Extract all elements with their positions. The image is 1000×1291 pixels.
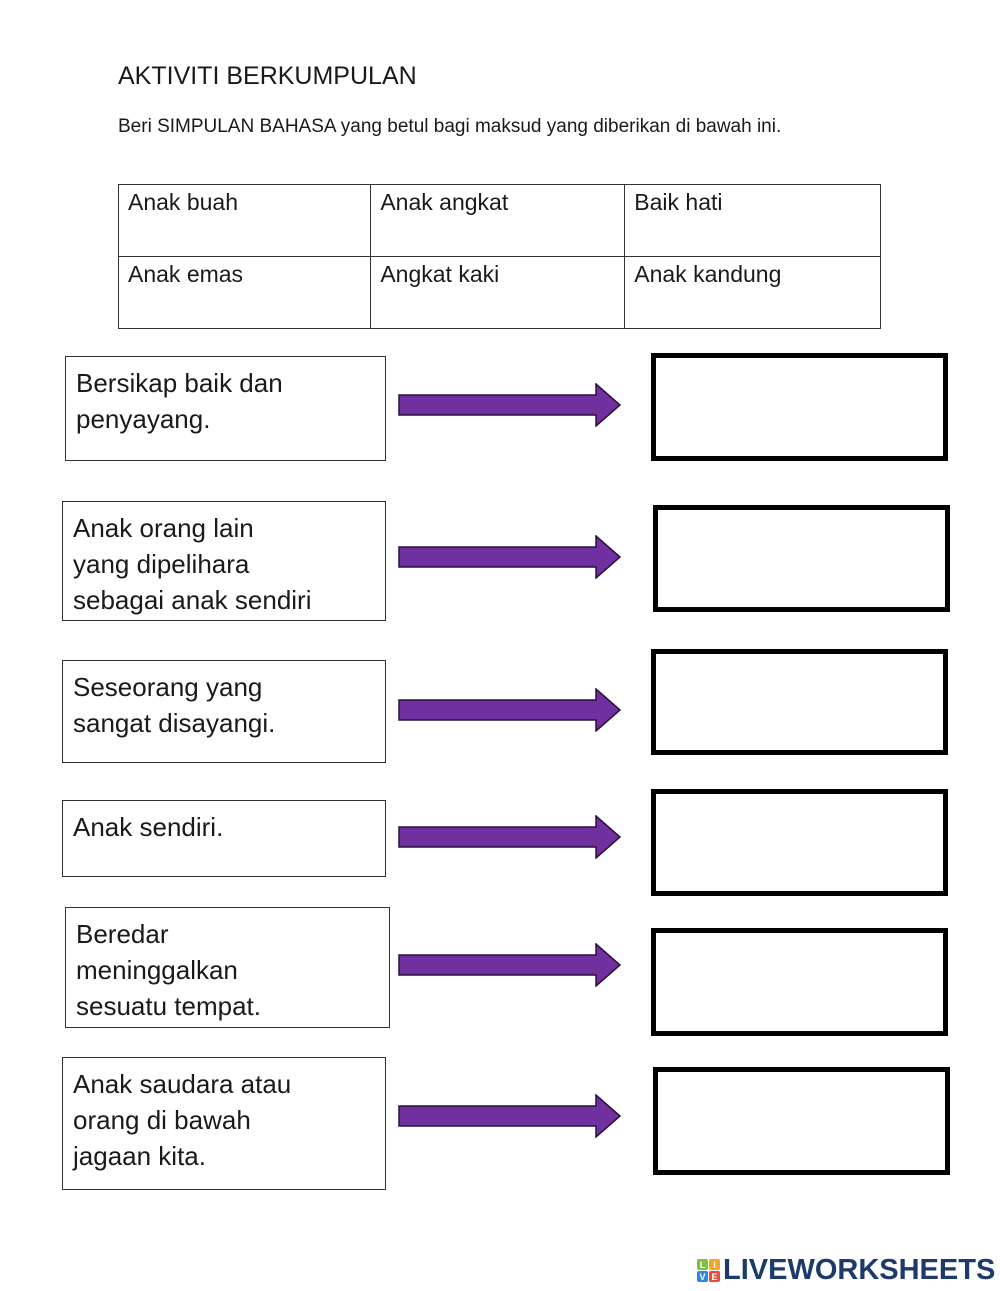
answer-input-4[interactable] [651,789,948,896]
logo-tile: I [709,1259,720,1270]
word-bank-cell: Anak buah [117,184,372,257]
logo-text: LIVEWORKSHEETS [723,1254,996,1286]
logo-tile: E [709,1271,720,1282]
answer-input-6[interactable] [653,1067,950,1175]
arrow-right-icon [398,943,622,987]
word-bank-cell: Anak emas [117,256,372,329]
word-bank-table: Anak buah Anak angkat Baik hati Anak ema… [117,184,881,329]
word-bank-cell: Angkat kaki [370,256,626,329]
meaning-box-5: Beredar meninggalkan sesuatu tempat. [65,907,390,1028]
word-bank-cell: Anak angkat [370,184,626,257]
logo-tile: V [697,1271,708,1282]
word-bank-cell: Anak kandung [624,256,881,329]
answer-input-3[interactable] [651,649,948,755]
meaning-box-6: Anak saudara atau orang di bawah jagaan … [62,1057,386,1190]
meaning-box-2: Anak orang lain yang dipelihara sebagai … [62,501,386,621]
meaning-box-1: Bersikap baik dan penyayang. [65,356,386,461]
arrow-right-icon [398,815,622,859]
answer-input-5[interactable] [651,928,948,1036]
word-bank-row: Anak emas Angkat kaki Anak kandung [117,256,881,329]
arrow-right-icon [398,383,622,427]
answer-input-1[interactable] [651,353,948,461]
worksheet-title: AKTIVITI BERKUMPULAN [118,62,417,90]
logo-tile: L [697,1259,708,1270]
meaning-box-3: Seseorang yang sangat disayangi. [62,660,386,763]
word-bank-cell: Baik hati [624,184,881,257]
arrow-right-icon [398,535,622,579]
live-tiles-icon: L I V E [697,1259,720,1282]
meaning-box-4: Anak sendiri. [62,800,386,877]
liveworksheets-logo: L I V E LIVEWORKSHEETS [697,1254,995,1287]
arrow-right-icon [398,1094,622,1138]
arrow-right-icon [398,688,622,732]
answer-input-2[interactable] [653,505,950,612]
word-bank-row: Anak buah Anak angkat Baik hati [117,184,881,257]
instruction-text: Beri SIMPULAN BAHASA yang betul bagi mak… [118,116,782,137]
